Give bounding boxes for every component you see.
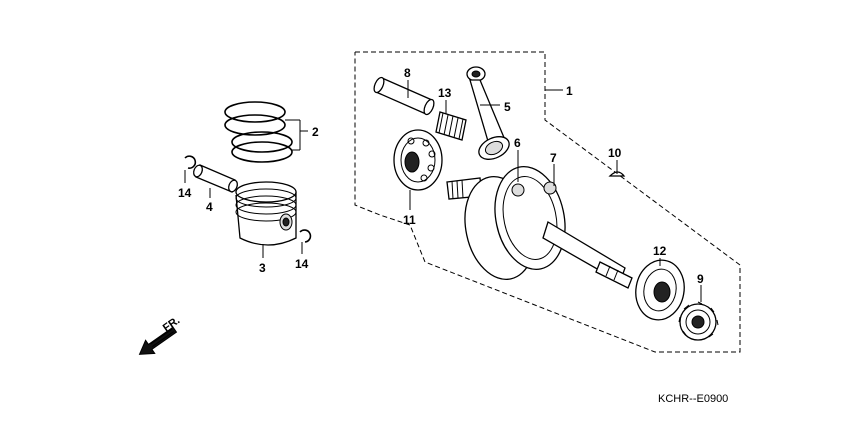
callout-6: 6 bbox=[514, 136, 521, 150]
piston-pin-clip-left bbox=[184, 155, 197, 169]
callout-11: 11 bbox=[403, 213, 416, 227]
left-ball-bearing bbox=[393, 129, 443, 191]
diagram-reference-code: KCHR--E0900 bbox=[658, 393, 728, 405]
callout-1: 1 bbox=[566, 84, 573, 98]
callout-7: 7 bbox=[550, 151, 557, 165]
callout-5: 5 bbox=[504, 100, 511, 114]
callout-10: 10 bbox=[608, 146, 622, 160]
callout-13: 13 bbox=[438, 86, 452, 100]
connecting-rod bbox=[466, 66, 510, 160]
callout-3: 3 bbox=[259, 261, 266, 275]
callout-2: 2 bbox=[312, 125, 319, 139]
piston bbox=[235, 181, 297, 246]
crank-pin bbox=[373, 76, 435, 116]
assembly-boundary bbox=[354, 51, 741, 353]
crankshaft bbox=[446, 165, 633, 289]
piston-pin-clip-right bbox=[299, 229, 312, 243]
callout-14-left: 14 bbox=[178, 186, 192, 200]
piston-pin bbox=[193, 164, 238, 193]
needle-bearing bbox=[435, 111, 467, 141]
front-direction-arrow bbox=[138, 326, 178, 355]
callout-9: 9 bbox=[697, 272, 704, 286]
right-ball-bearing bbox=[635, 259, 685, 321]
callout-8: 8 bbox=[404, 66, 411, 80]
timing-gear bbox=[678, 301, 719, 341]
callout-14-right: 14 bbox=[295, 257, 309, 271]
piston-ring-set bbox=[224, 101, 293, 163]
front-direction-label: FR. bbox=[161, 314, 182, 334]
callout-12: 12 bbox=[653, 244, 667, 258]
callout-4: 4 bbox=[206, 200, 213, 214]
